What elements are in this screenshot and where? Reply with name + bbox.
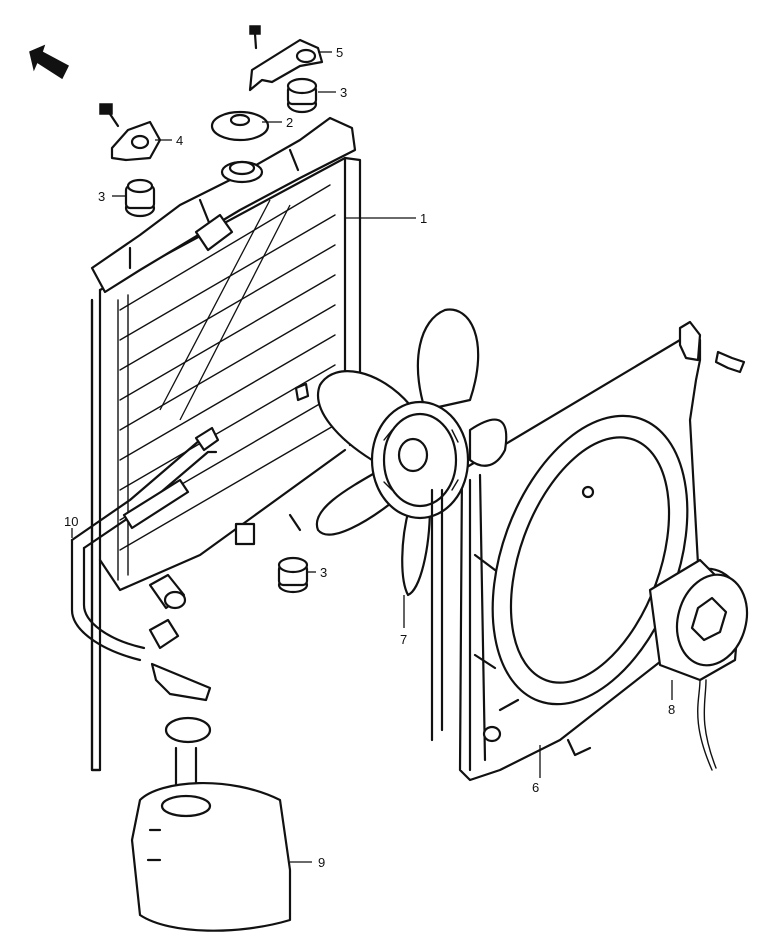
callout-3-top-left: 3 — [98, 189, 105, 204]
callout-7: 7 — [400, 632, 407, 647]
callout-10: 10 — [64, 514, 78, 529]
radiator — [90, 116, 362, 772]
radiator-cap — [210, 110, 270, 142]
cushion-top-left — [124, 178, 156, 218]
bracket-top — [248, 25, 324, 92]
callout-2: 2 — [286, 115, 293, 130]
callout-3-top-right: 3 — [340, 85, 347, 100]
bracket-left — [99, 103, 162, 162]
fan-shroud — [458, 320, 746, 782]
callout-4: 4 — [176, 133, 183, 148]
cooling-fan — [315, 308, 508, 742]
callout-5: 5 — [336, 45, 343, 60]
reservoir-tank — [130, 716, 292, 932]
callout-9: 9 — [318, 855, 325, 870]
front-arrow-icon — [29, 44, 69, 80]
cushion-top-right — [286, 77, 318, 114]
fan-motor — [648, 558, 749, 771]
overflow-hose — [70, 426, 220, 702]
callout-3-bottom: 3 — [320, 565, 327, 580]
callout-8: 8 — [668, 702, 675, 717]
leader-lines — [71, 51, 673, 863]
callout-labels: 1 2 3 3 3 4 5 6 7 8 9 10 — [64, 45, 675, 870]
cushion-bottom — [277, 556, 309, 594]
callout-1: 1 — [420, 211, 427, 226]
callout-6: 6 — [532, 780, 539, 795]
